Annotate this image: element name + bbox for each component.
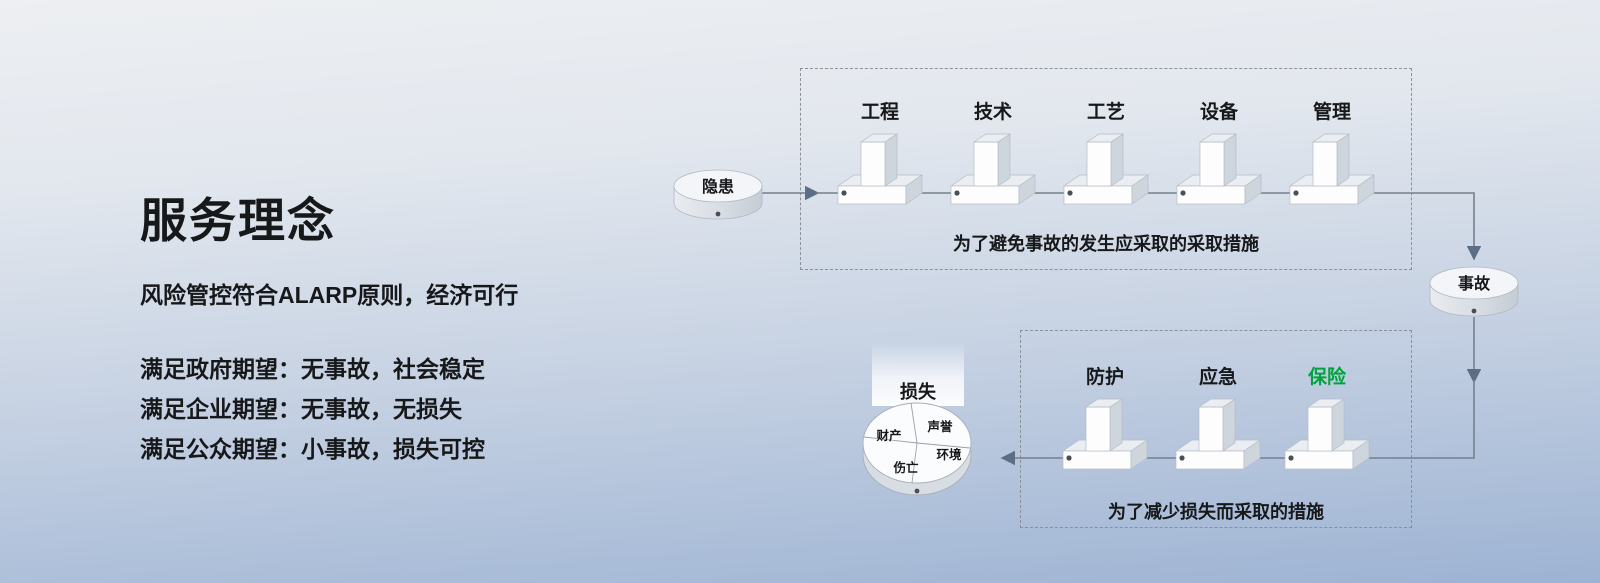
pedestal-icon <box>837 133 923 205</box>
barrier-label: 工程 <box>860 102 899 123</box>
barrier-technology: 技术 <box>943 100 1043 215</box>
hazard-node: 隐患 <box>670 167 766 234</box>
pedestal-icon <box>1289 133 1375 205</box>
hazard-label: 隐患 <box>702 177 734 196</box>
loss-title: 损失 <box>900 382 936 402</box>
barrier-label: 应急 <box>1198 367 1237 388</box>
barrier-label: 工艺 <box>1086 102 1125 123</box>
cylinder-icon: 事故 <box>1429 266 1519 317</box>
barrier-engineering: 工程 <box>830 100 930 215</box>
loss-node: 财产 声誉 伤亡 环境 <box>858 398 978 511</box>
expectation-enterprise: 满足企业期望：无事故，无损失 <box>140 396 462 422</box>
accident-node: 事故 <box>1426 264 1522 331</box>
barrier-label: 管理 <box>1312 102 1351 123</box>
pedestal-icon <box>1063 133 1149 205</box>
pedestal-icon <box>1175 398 1261 470</box>
loss-segment-reputation: 声誉 <box>926 419 953 434</box>
prevention-group-box <box>800 68 1412 270</box>
accident-label: 事故 <box>1458 274 1491 293</box>
barrier-management: 管理 <box>1282 100 1382 215</box>
barrier-insurance: 保险 <box>1277 365 1377 480</box>
cylinder-icon: 隐患 <box>673 169 763 220</box>
loss-segment-environment: 环境 <box>936 447 962 462</box>
barrier-equipment: 设备 <box>1169 100 1269 215</box>
left-panel: 服务理念 风险管控符合ALARP原则，经济可行 满足政府期望：无事故，社会稳定 … <box>140 0 660 583</box>
expectation-public: 满足公众期望：小事故，损失可控 <box>140 436 485 462</box>
pedestal-icon <box>1284 398 1370 470</box>
subtitle: 风险管控符合ALARP原则，经济可行 <box>140 282 519 308</box>
prevention-caption: 为了避免事故的发生应采取的采取措施 <box>953 234 1259 254</box>
barrier-label: 设备 <box>1199 102 1238 123</box>
barrier-protection: 防护 <box>1055 365 1155 480</box>
barrier-label: 防护 <box>1085 367 1124 388</box>
loss-segment-property: 财产 <box>875 428 901 443</box>
loss-pie-icon: 财产 声誉 伤亡 环境 <box>862 402 972 496</box>
barrier-emergency: 应急 <box>1168 365 1268 480</box>
pedestal-icon <box>1062 398 1148 470</box>
pedestal-icon <box>950 133 1036 205</box>
loss-segment-casualty: 伤亡 <box>892 460 919 475</box>
expectation-government: 满足政府期望：无事故，社会稳定 <box>140 356 485 382</box>
barrier-label: 技术 <box>973 102 1012 123</box>
expectations-list: 满足政府期望：无事故，社会稳定 满足企业期望：无事故，无损失 满足公众期望：小事… <box>140 356 485 476</box>
barrier-label-insurance: 保险 <box>1307 367 1346 388</box>
pedestal-icon <box>1176 133 1262 205</box>
barrier-process: 工艺 <box>1056 100 1156 215</box>
loss-glow-band: 损失 <box>872 342 964 406</box>
page-title: 服务理念 <box>140 194 336 247</box>
mitigation-caption: 为了减少损失而采取的措施 <box>1108 502 1324 522</box>
